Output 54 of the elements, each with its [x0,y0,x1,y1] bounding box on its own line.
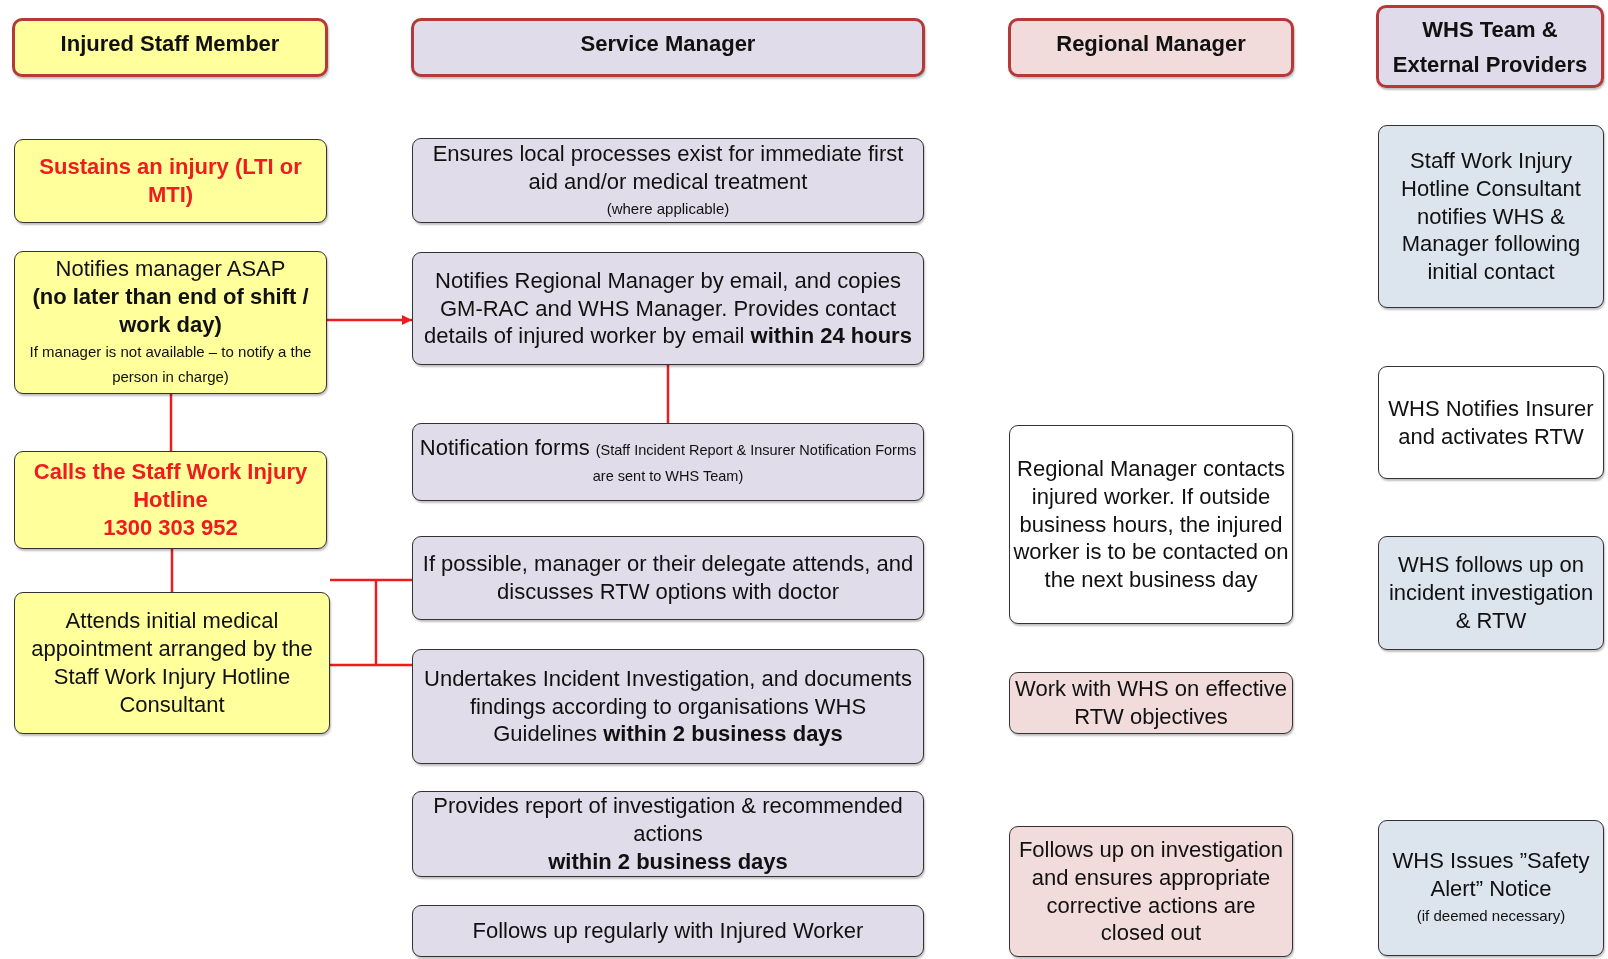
step-text: Calls the Staff Work Injury Hotline [32,458,309,514]
step-text: Notifies manager ASAP [55,255,286,284]
process-box [1009,425,1293,624]
step-text: Notification forms [419,434,590,460]
step-text: 1300 303 952 [103,513,238,542]
process-box [412,905,924,957]
step-text: WHS Issues ”Safety Alert” Notice [1391,847,1591,904]
step-text: Notifies Regional Manager by email, and copies GM-RAC and WHS Manager. Provides contact details of injured worker by email within 24 hours [423,266,913,351]
lane-title: Regional Manager [1056,30,1246,58]
note-text: (if deemed necessary) [1416,906,1566,927]
step-text: Follows up on investigation and ensures appropriate corrective actions are closed out [1017,835,1285,948]
process-box [1378,536,1604,650]
step-text: Undertakes Incident Investigation, and documents findings according to organisations WHS Guidelines within 2 business days [423,664,913,749]
process-box [1378,366,1604,479]
step-text: WHS Notifies Insurer and activates RTW [1387,394,1595,451]
connector-line [330,578,412,667]
connector-line [330,578,412,582]
connector-line [170,549,174,592]
step-text: (no later than end of shift / work day) [31,283,310,339]
lane-header [1008,18,1294,77]
lane-header [12,18,328,77]
connector-line [169,394,173,451]
step-text: If possible, manager or their delegate attends, and discusses RTW options with doctor [421,550,915,606]
process-box [14,251,327,394]
process-box [412,252,924,365]
note-text: (where applicable) [606,198,730,219]
lane-header [411,18,925,77]
step-text: Work with WHS on effective RTW objectives [1014,675,1288,731]
lane-title: WHS Team & External Providers [1391,16,1589,80]
step-text: WHS follows up on incident investigation & RTW [1387,551,1595,635]
note-text: If manager is not available – to notify a the person in charge) [28,341,313,388]
step-text: Ensures local processes exist for immediate first aid and/or medical treatment [431,139,905,196]
process-box [1009,826,1293,957]
lane-header [1376,5,1604,88]
connector-line [327,315,412,325]
process-box [1378,820,1604,956]
process-box [14,592,330,734]
lane-title: Service Manager [580,30,756,58]
connector-line [666,365,670,423]
process-box [412,536,924,620]
process-box [1378,125,1604,308]
process-box [14,451,327,549]
step-text: Regional Manager contacts injured worker. If outside business hours, the injured worker is to be contacted on the next business day [1013,454,1289,595]
step-text: Sustains an injury (LTI or MTI) [38,153,303,209]
step-text: Staff Work Injury Hotline Consultant notifies WHS & Manager following initial contact [1400,146,1582,287]
step-text: Attends initial medical appointment arranged by the Staff Work Injury Hotline Consultant [30,607,314,719]
step-text: Follows up regularly with Injured Worker [472,917,864,945]
lane-title: Injured Staff Member [60,30,280,58]
note-text: (Staff Incident Report & Insurer Notification Forms are sent to WHS Team) [592,441,917,484]
process-box [412,649,924,764]
process-box [14,139,327,223]
process-box [412,138,924,223]
process-box [412,423,924,501]
step-text: Provides report of investigation & recommended actions within 2 business days [432,792,904,876]
